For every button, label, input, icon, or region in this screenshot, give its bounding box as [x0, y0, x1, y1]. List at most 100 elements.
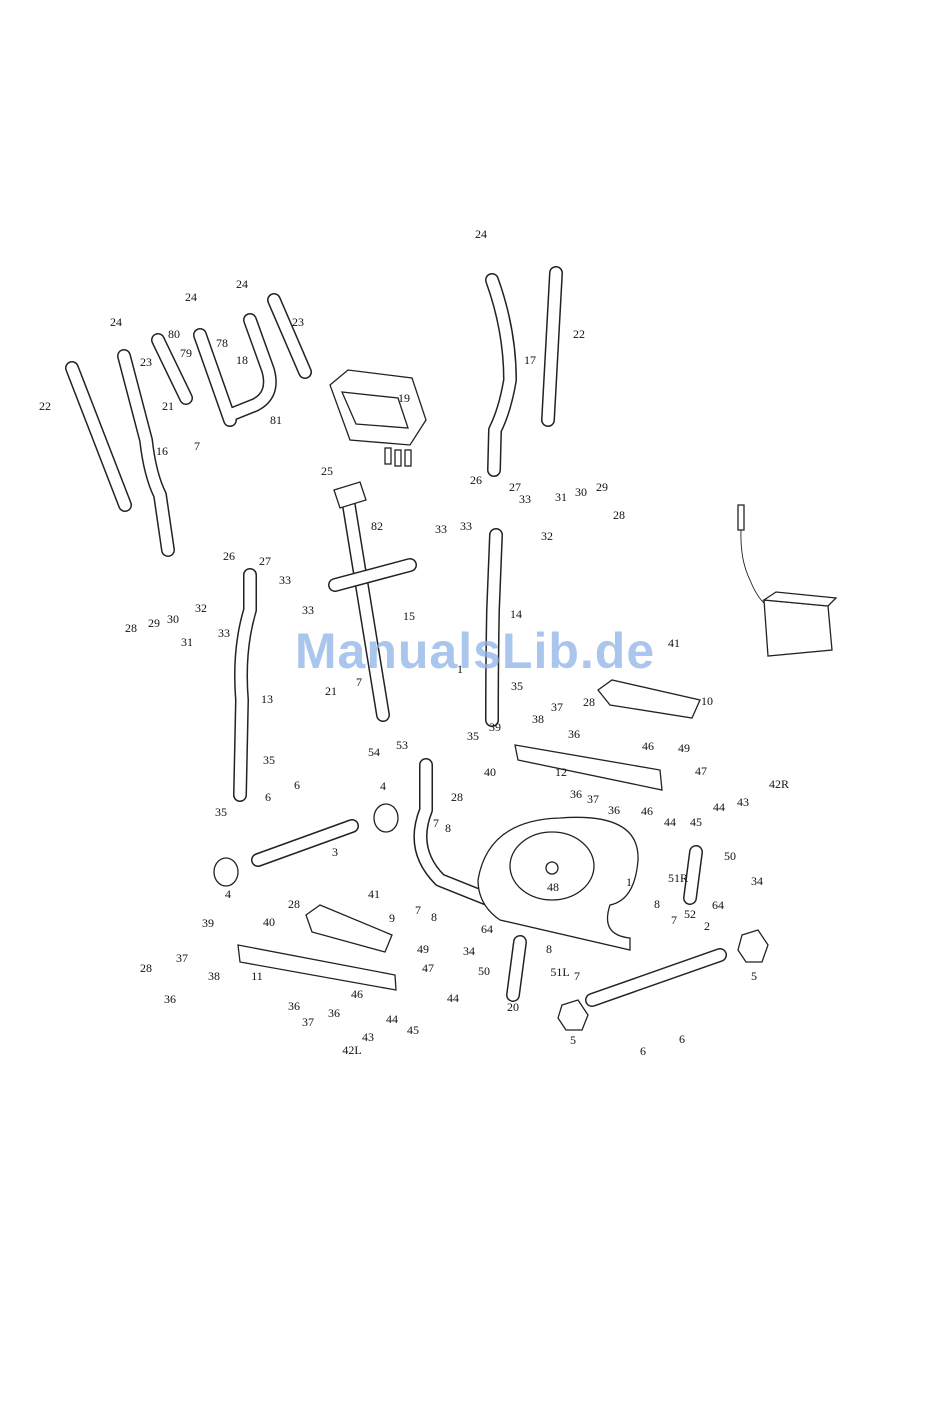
part-label-p3: 3 [332, 845, 338, 859]
part-label-p33e: 33 [302, 603, 314, 617]
part-label-p36d: 36 [164, 992, 176, 1006]
part-label-p32a: 32 [541, 529, 553, 543]
part-label-p8d: 8 [546, 942, 552, 956]
part-label-p22b: 22 [573, 327, 585, 341]
part-label-p43a: 43 [737, 795, 749, 809]
crossbar-3 [251, 819, 359, 867]
grip-23-left [151, 333, 193, 405]
part-label-p44b: 44 [713, 800, 725, 814]
part-label-p26a: 26 [470, 473, 482, 487]
part-label-p5a: 5 [751, 969, 757, 983]
part-label-p41a: 41 [668, 636, 680, 650]
part-label-p30a: 30 [575, 485, 587, 499]
part-label-p28c: 28 [583, 695, 595, 709]
part-label-p23a: 23 [140, 355, 152, 369]
part-label-p23b: 23 [292, 315, 304, 329]
part-label-p22a: 22 [39, 399, 51, 413]
part-label-p36f: 36 [328, 1006, 340, 1020]
part-label-p64a: 64 [712, 898, 724, 912]
part-label-p36a: 36 [568, 727, 580, 741]
part-label-p33a: 33 [519, 492, 531, 506]
main-frame-post [413, 758, 497, 907]
part-label-p6b: 6 [294, 778, 300, 792]
part-label-p29b: 29 [148, 616, 160, 630]
link-arm-20 [506, 935, 527, 1002]
part-label-p38b: 38 [208, 969, 220, 983]
part-label-p64b: 64 [481, 922, 493, 936]
part-label-p31a: 31 [555, 490, 567, 504]
lower-arm-14 [485, 528, 503, 727]
rear-stabilizer-2 [585, 948, 727, 1007]
part-label-p82: 82 [371, 519, 383, 533]
part-label-p52: 52 [684, 907, 696, 921]
part-label-p50a: 50 [724, 849, 736, 863]
part-label-p17: 17 [524, 353, 536, 367]
part-label-p44d: 44 [386, 1012, 398, 1026]
part-label-p51R: 51R [668, 871, 688, 885]
part-label-p24a: 24 [110, 315, 122, 329]
part-label-p15: 15 [403, 609, 415, 623]
part-label-p48: 48 [547, 880, 559, 894]
part-label-p24b: 24 [185, 290, 197, 304]
part-label-p46b: 46 [641, 804, 653, 818]
part-label-p40b: 40 [263, 915, 275, 929]
part-label-p41b: 41 [368, 887, 380, 901]
part-label-p35a: 35 [511, 679, 523, 693]
part-label-p35b: 35 [467, 729, 479, 743]
part-label-p36b: 36 [570, 787, 582, 801]
part-label-p6c: 6 [640, 1044, 646, 1058]
part-label-p8c: 8 [654, 897, 660, 911]
part-label-p42L: 42L [342, 1043, 361, 1057]
part-label-p14: 14 [510, 607, 522, 621]
part-label-p42R: 42R [769, 777, 789, 791]
part-label-p43b: 43 [362, 1030, 374, 1044]
part-label-p28b: 28 [125, 621, 137, 635]
handlebar-tube-22-left [65, 361, 132, 512]
part-label-p27a: 27 [509, 480, 521, 494]
part-label-p37d: 37 [302, 1015, 314, 1029]
part-label-p6a: 6 [265, 790, 271, 804]
part-label-p28d: 28 [451, 790, 463, 804]
part-label-p33b: 33 [435, 522, 447, 536]
part-label-p24c: 24 [236, 277, 248, 291]
part-label-p51L: 51L [550, 965, 569, 979]
pedal-arm-11 [237, 944, 397, 991]
part-label-p53: 53 [396, 738, 408, 752]
part-label-p34b: 34 [463, 944, 475, 958]
part-label-p28a: 28 [613, 508, 625, 522]
part-label-p45a: 45 [690, 815, 702, 829]
part-label-p37b: 37 [587, 792, 599, 806]
part-label-p46a: 46 [642, 739, 654, 753]
part-label-p39a: 39 [489, 720, 501, 734]
grip-23-right [267, 293, 312, 379]
part-label-p7f: 7 [574, 969, 580, 983]
lower-arm-13 [233, 568, 257, 802]
part-label-p35c: 35 [263, 753, 275, 767]
part-label-p1b: 1 [626, 875, 632, 889]
part-label-p12: 12 [555, 765, 567, 779]
part-label-p81: 81 [270, 413, 282, 427]
power-adapter-icon [737, 504, 838, 657]
part-label-p5b: 5 [570, 1033, 576, 1047]
part-label-p33c: 33 [460, 519, 472, 533]
part-label-p39b: 39 [202, 916, 214, 930]
pedal-arm-12 [514, 744, 663, 791]
part-label-p31b: 31 [181, 635, 193, 649]
part-label-p19: 19 [398, 391, 410, 405]
part-label-p25: 25 [321, 464, 333, 478]
part-label-p21b: 21 [325, 684, 337, 698]
end-cap-4-lower [213, 857, 239, 887]
part-label-p7e: 7 [671, 913, 677, 927]
console-19 [329, 369, 427, 467]
part-label-p7a: 7 [194, 439, 200, 453]
part-label-p38a: 38 [532, 712, 544, 726]
link-arm-52 [683, 845, 703, 905]
part-label-p40a: 40 [484, 765, 496, 779]
part-label-p47a: 47 [695, 764, 707, 778]
part-label-p7c: 7 [433, 816, 439, 830]
upper-arm-16 [117, 349, 175, 557]
part-label-p36e: 36 [288, 999, 300, 1013]
part-label-p2: 2 [704, 919, 710, 933]
